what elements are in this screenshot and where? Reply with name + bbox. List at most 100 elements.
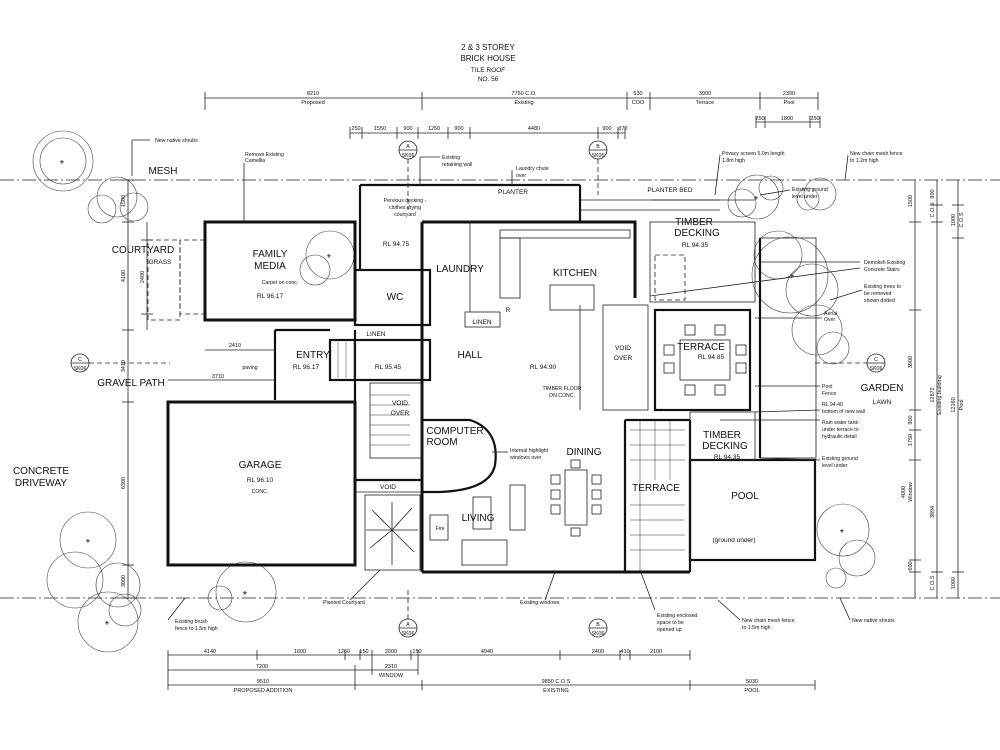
note-existing-ground-b-1: Existing ground (822, 456, 858, 462)
site-boundaries (0, 179, 1000, 599)
svg-text:+: + (105, 620, 109, 627)
dim-r1: 1500 (908, 195, 914, 207)
dim-b6: 150 (412, 649, 421, 655)
dim-s1: 250 (351, 126, 360, 132)
dim-r6: 12160 (951, 397, 957, 412)
label-planter-bed: PLANTER BED (647, 187, 692, 194)
dim-e2: 9850 C.O.S (542, 679, 571, 685)
label-void-over-2: VOID (615, 345, 631, 352)
dim-r5-label: Existing building (937, 375, 943, 415)
dim-r2-label: C.O.S (930, 202, 936, 217)
label-linen-2: LINEN (472, 319, 491, 326)
dim-r8: 900 (908, 415, 914, 424)
label-family-note: Carpet on conc. (262, 280, 299, 286)
svg-text:+: + (754, 195, 758, 202)
note-planted-courtyard: Planted Courtyard (323, 600, 365, 606)
label-timber-floor: TIMBER FLOOR (543, 386, 582, 392)
note-rl-wall-1: RL 94.40 (822, 402, 843, 408)
note-rainwater-1: Rain water tank (822, 420, 858, 426)
label-grass: GRASS (149, 259, 172, 266)
left-dimensions: 1500 2400 4100 3410 2410 3710 6300 3000 (121, 179, 275, 599)
dim-l6: 3710 (212, 374, 224, 380)
label-computer-room: ROOM (426, 437, 457, 448)
label-media: MEDIA (254, 261, 286, 272)
label-timber-decking-1b: DECKING (674, 228, 720, 239)
dim-b1: 4140 (204, 649, 216, 655)
dim-l4: 3410 (121, 360, 127, 372)
note-internal-windows-2: windows over (510, 455, 542, 461)
note-new-native-shrubs: New native shrubs (155, 138, 198, 144)
dim-s4: 1250 (428, 126, 440, 132)
dim-b3: 1260 (338, 649, 350, 655)
note-chain-mesh-bottom-2: to 1.5m high (742, 625, 771, 631)
dim-top-3-label: COO (632, 100, 645, 106)
outdoor-areas (147, 199, 817, 570)
right-dimensions: 1500 900 C.O.S 1000 C.O.S 3900 12872 Exi… (901, 180, 965, 598)
label-timber-decking-1-rl: RL 94.35 (682, 242, 709, 249)
note-existing-ground-b-2: level under (822, 463, 848, 469)
svg-text:SK06: SK06 (592, 153, 605, 159)
label-pervious-note-3: courtyard (394, 212, 416, 218)
label-planter: PLANTER (498, 189, 528, 196)
note-over: Over (824, 317, 836, 323)
dim-s7: 900 (602, 126, 611, 132)
note-existing-enclosed-1: Existing enclosed (657, 613, 697, 619)
note-existing-wall-2: retaining wall (442, 162, 472, 168)
label-void-over-1: VOID (392, 400, 408, 407)
dim-c1: 7200 (256, 664, 268, 670)
dim-s2: 1550 (374, 126, 386, 132)
dim-top-5: 2300 (783, 91, 795, 97)
svg-text:SK06: SK06 (74, 366, 87, 372)
note-rainwater-3: hydraulic detail (822, 434, 857, 440)
svg-text:A: A (406, 622, 410, 628)
note-trees-removed-2: be removed (864, 291, 892, 297)
label-mesh: MESH (149, 166, 178, 177)
label-timber-decking-2b: DECKING (702, 441, 748, 452)
label-family-rl: RL 96.17 (257, 293, 284, 300)
dim-top-1-label: Proposed (301, 100, 325, 106)
label-garden: GARDEN (861, 383, 904, 394)
section-marker-a-bottom: A SK06 (398, 590, 418, 638)
note-trees-removed-1: Existing trees to (864, 284, 901, 290)
svg-text:SK06: SK06 (402, 153, 415, 159)
note-privacy-2: 1.8m high (722, 158, 745, 164)
note-existing-ground-1: Existing ground (792, 187, 828, 193)
annotations: New native shrubs Remove Existing Camell… (131, 138, 905, 633)
dim-r2: 900 (930, 189, 936, 198)
label-pool-note: (ground under) (713, 537, 756, 544)
dim-top-4: 3900 (699, 91, 711, 97)
dim-s3: 900 (403, 126, 412, 132)
dim-r10: 3894 (930, 506, 936, 518)
label-laundry: LAUNDRY (436, 264, 484, 275)
label-gravel-path: GRAVEL PATH (97, 378, 164, 389)
dim-s9: 250 (755, 116, 764, 122)
svg-text:B: B (596, 144, 600, 150)
dim-l1: 1500 (121, 195, 127, 207)
dim-c2: 2310 (385, 664, 397, 670)
label-pervious-note-2: clothes drying (389, 205, 421, 211)
dim-b9: 410 (620, 649, 629, 655)
label-family: FAMILY (253, 249, 288, 260)
label-computer: COMPUTER (426, 426, 483, 437)
note-existing-ground-2: level under (792, 194, 818, 200)
label-entry-rl: RL 96.17 (293, 364, 320, 371)
label-concrete: CONCRETE (13, 466, 69, 477)
dim-s10: 1800 (781, 116, 793, 122)
dim-s6: 4480 (528, 126, 540, 132)
label-fridge: R (506, 307, 511, 314)
label-pervious-note-1: Pervious decking - (384, 198, 427, 204)
label-hall: HALL (457, 350, 482, 361)
note-existing-brush-1: Existing brush (175, 619, 208, 625)
tree-courtyard-right: + (299, 230, 355, 286)
note-laundry-chute-1: Laundry chute (516, 166, 549, 172)
label-garage-rl: RL 96.10 (247, 477, 274, 484)
dim-e2-label: EXISTING (543, 688, 569, 694)
label-lawn: LAWN (873, 399, 892, 406)
dim-r12-label: C.O.S (930, 575, 936, 590)
dim-e1-label: PROPOSED ADDITION (234, 688, 293, 694)
room-labels: FAMILY MEDIA Carpet on conc. RL 96.17 LA… (239, 187, 904, 544)
label-driveway: DRIVEWAY (15, 478, 68, 489)
tree-top-left: + (32, 130, 94, 192)
section-marker-c-right: C SK06 (815, 353, 886, 373)
label-dining: DINING (567, 447, 602, 458)
